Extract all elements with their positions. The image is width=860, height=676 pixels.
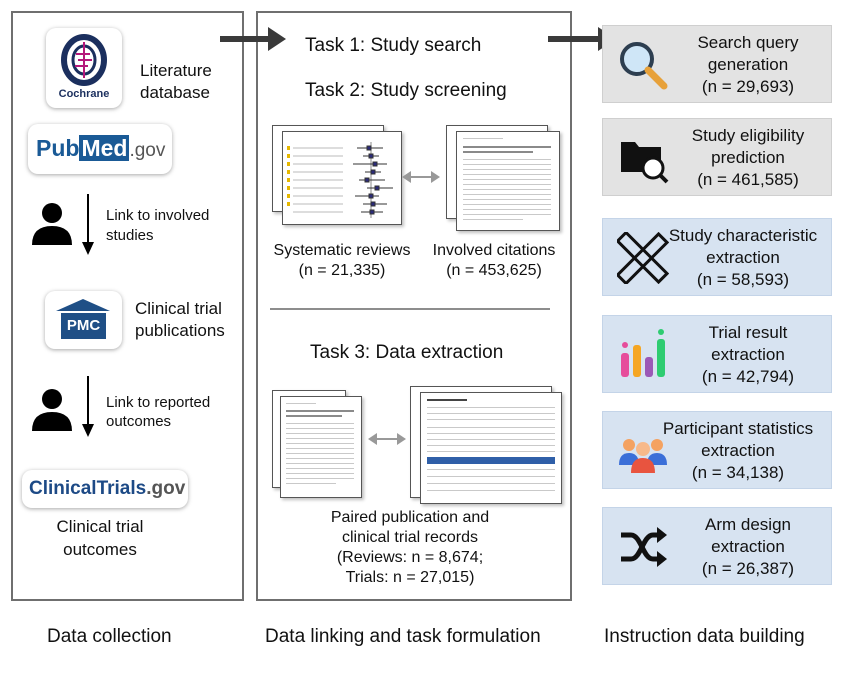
- involved-line2: (n = 453,625): [446, 262, 542, 279]
- pmc-logo: PMC: [45, 291, 122, 349]
- divider: [270, 308, 550, 310]
- pubmed-med: Med: [79, 135, 130, 161]
- card-participant-statistics-line2: extraction: [701, 441, 775, 460]
- systematic-review-doc: [282, 131, 402, 225]
- footer-data-linking: Data linking and task formulation: [265, 626, 541, 647]
- down-arrow-icon-2: [82, 376, 94, 437]
- task1-title: Task 1: Study search: [305, 35, 482, 56]
- involved-line1: Involved citations: [432, 242, 556, 259]
- card-participant-statistics: Participant statistics extraction (n = 3…: [602, 411, 832, 489]
- card-participant-statistics-line3: (n = 34,138): [691, 463, 785, 482]
- task2-title: Task 2: Study screening: [305, 80, 507, 101]
- card-search-query-line1: Search query: [697, 33, 799, 52]
- pubmed-pub: Pub: [36, 135, 80, 161]
- clinical-publications-line1: Clinical trial: [135, 299, 222, 318]
- card-eligibility-line3: (n = 461,585): [697, 170, 799, 189]
- literature-database-line1: Literature: [140, 61, 212, 80]
- card-arm-design-line1: Arm design: [705, 515, 791, 534]
- task3-title: Task 3: Data extraction: [310, 342, 504, 363]
- cochrane-label: Cochrane: [58, 88, 110, 100]
- card-trial-result-line1: Trial result: [708, 323, 788, 342]
- double-arrow-icon: [402, 171, 440, 183]
- link-studies-line1: Link to involved: [106, 207, 210, 224]
- link-studies-line2: studies: [106, 227, 154, 244]
- card-arm-design-line3: (n = 26,387): [701, 559, 795, 578]
- shuffle-icon: [621, 527, 667, 567]
- clinical-publications-line2: publications: [135, 321, 225, 340]
- paired-line2: clinical trial records: [341, 529, 479, 546]
- bar-chart-icon: [621, 329, 665, 377]
- pmc-label: PMC: [66, 317, 101, 334]
- sys-reviews-line1: Systematic reviews: [273, 242, 411, 259]
- sys-reviews-line2: (n = 21,335): [298, 262, 386, 279]
- card-search-query: Search query generation (n = 29,693): [602, 25, 832, 103]
- cochrane-logo: Cochrane: [46, 28, 122, 108]
- card-arm-design-line2: extraction: [711, 537, 785, 556]
- card-trial-result-line2: extraction: [711, 345, 785, 364]
- card-trial-result-line3: (n = 42,794): [701, 367, 795, 386]
- trial-record-doc: [420, 392, 562, 504]
- card-participant-statistics-line1: Participant statistics: [662, 419, 814, 438]
- card-eligibility-line1: Study eligibility: [691, 126, 805, 145]
- paired-line1: Paired publication and: [330, 509, 490, 526]
- magnifier-icon: [620, 42, 668, 90]
- forest-plot-icon: [287, 142, 393, 218]
- card-search-query-line3: (n = 29,693): [701, 77, 795, 96]
- down-arrow-icon: [82, 194, 94, 255]
- publication-doc: [280, 396, 362, 498]
- ruler-pencil-icon: [617, 232, 669, 284]
- person-icon: [32, 203, 72, 245]
- citation-doc: [456, 131, 560, 231]
- paired-line3: (Reviews: n = 8,674;: [336, 549, 484, 566]
- clinicaltrials-gov: .gov: [146, 478, 186, 499]
- card-trial-result: Trial result extraction (n = 42,794): [602, 315, 832, 393]
- folder-search-icon: [621, 142, 669, 184]
- link-outcomes-line2: outcomes: [106, 413, 172, 430]
- double-arrow-icon-2: [368, 433, 406, 445]
- ct-outcomes-line1: Clinical trial: [56, 517, 144, 536]
- card-study-characteristic: Study characteristic extraction (n = 58,…: [602, 218, 832, 296]
- pubmed-gov: .gov: [129, 140, 166, 161]
- card-eligibility: Study eligibility prediction (n = 461,58…: [602, 118, 832, 196]
- card-arm-design: Arm design extraction (n = 26,387): [602, 507, 832, 585]
- cochrane-emblem-icon: [61, 34, 107, 86]
- arrow-to-tasks-icon: [220, 27, 286, 51]
- card-study-characteristic-line3: (n = 58,593): [696, 270, 790, 289]
- card-search-query-line2: generation: [707, 55, 789, 74]
- footer-data-collection: Data collection: [47, 626, 172, 647]
- card-study-characteristic-line1: Study characteristic: [668, 226, 818, 245]
- pubmed-logo: PubMed.gov: [28, 124, 172, 174]
- clinicaltrials-main: ClinicalTrials: [29, 478, 147, 499]
- literature-database-line2: database: [140, 83, 210, 102]
- clinicaltrials-logo: ClinicalTrials.gov: [22, 470, 188, 508]
- ct-outcomes-line2: outcomes: [63, 540, 137, 559]
- person-icon-2: [32, 389, 72, 431]
- paired-line4: Trials: n = 27,015): [345, 569, 475, 586]
- link-outcomes-line1: Link to reported: [106, 394, 211, 411]
- people-icon: [619, 439, 667, 473]
- card-eligibility-line2: prediction: [711, 148, 785, 167]
- pmc-building-icon: [56, 299, 110, 339]
- card-study-characteristic-line2: extraction: [706, 248, 780, 267]
- footer-instruction-building: Instruction data building: [604, 626, 805, 647]
